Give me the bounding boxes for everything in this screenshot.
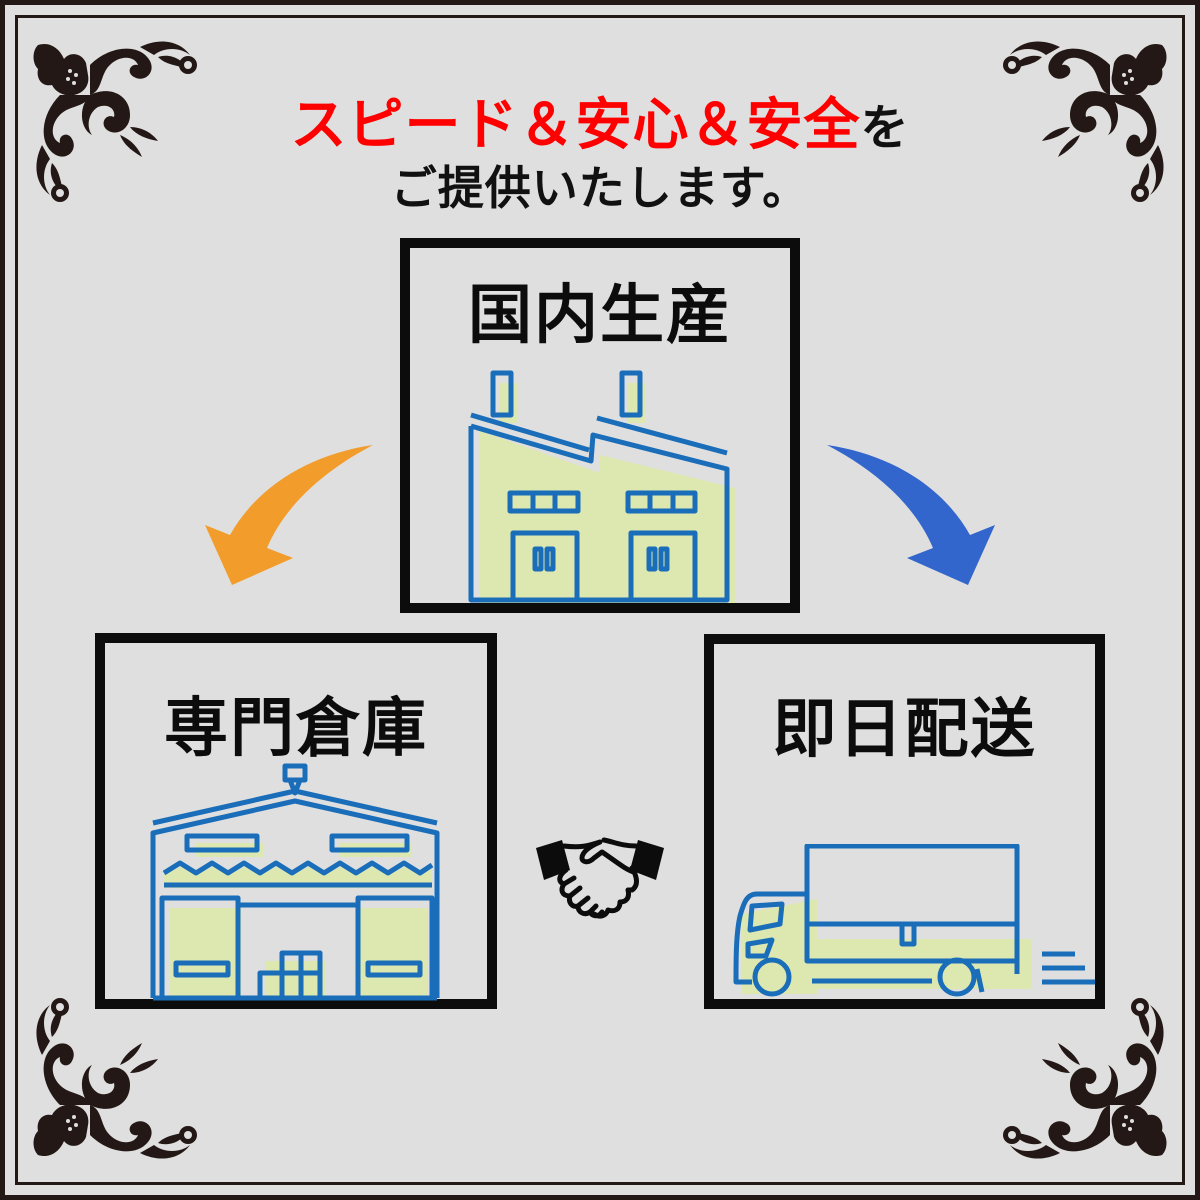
warehouse-icon [150, 763, 440, 1001]
delivery-truck-icon [733, 844, 1095, 997]
corner-ornament-bottom-right [1003, 998, 1167, 1159]
inner-frame [15, 15, 1185, 1185]
headline-particle: を [860, 100, 910, 156]
warehouse-box: 専門倉庫 [95, 633, 497, 1009]
headline-line-1: スピード＆安心＆安全を [0, 80, 1200, 161]
factory-icon [468, 370, 735, 603]
headline-line-2: ご提供いたします。 [390, 161, 810, 215]
delivery-box: 即日配送 [704, 634, 1105, 1009]
arrow-to-warehouse [205, 445, 373, 585]
production-title: 国内生産 [468, 279, 732, 353]
headline-accent-text: スピード＆安心＆安全 [290, 93, 861, 158]
warehouse-title: 専門倉庫 [164, 692, 428, 766]
production-box: 国内生産 [400, 238, 800, 613]
corner-ornament-bottom-left [33, 998, 197, 1159]
delivery-title: 即日配送 [772, 693, 1037, 767]
handshake-icon [536, 837, 664, 919]
arrow-to-delivery [827, 445, 995, 585]
